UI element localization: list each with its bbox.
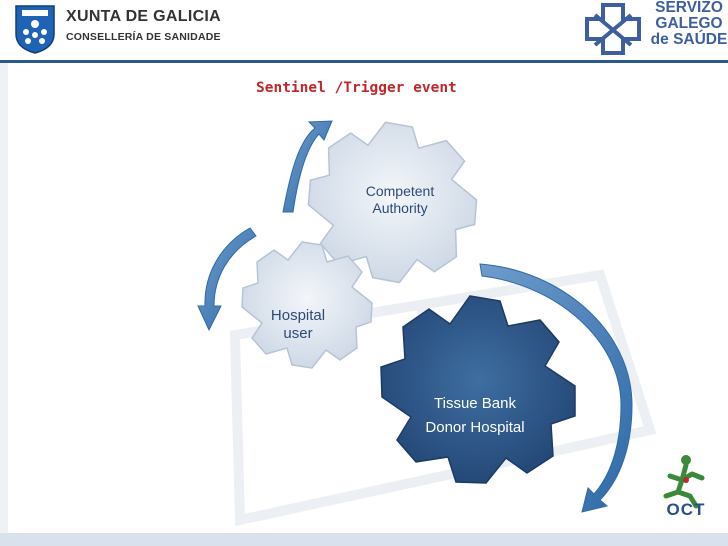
xunta-logo-icon — [15, 5, 55, 54]
slide-bottom-bar — [0, 533, 728, 546]
competent-authority-line-2: Authority — [372, 200, 428, 216]
sergas-line-3: de SAÚDE — [650, 31, 728, 48]
header-divider — [0, 60, 728, 63]
competent-authority-line-1: Competent — [365, 183, 435, 199]
xunta-title: XUNTA DE GALICIA — [66, 8, 222, 25]
tissue-bank-label: Tissue Bank Donor Hospital — [410, 392, 540, 440]
oct-logo-text: OCT — [666, 500, 706, 519]
sergas-line-2: GALEGO — [655, 15, 723, 32]
competent-authority-label: Competent Authority — [345, 183, 455, 217]
sergas-line-1: SERVIZO — [655, 0, 723, 16]
hospital-user-line-1: Hospital — [270, 307, 326, 324]
tissue-bank-gear — [380, 295, 576, 484]
tissue-bank-line-2: Donor Hospital — [425, 419, 525, 436]
hospital-user-line-2: user — [283, 325, 313, 342]
tissue-bank-line-1: Tissue Bank — [434, 395, 516, 412]
sergas-wordmark: SERVIZO GALEGO de SAÚDE — [650, 0, 728, 48]
competent-authority-gear — [307, 121, 478, 284]
hospital-user-label: Hospital user — [262, 307, 334, 343]
hospital-user-gear — [241, 241, 373, 369]
arrow-to-tissue-bank — [479, 263, 633, 513]
arrow-to-competent-authority — [282, 120, 333, 213]
slide-title: Sentinel /Trigger event — [256, 80, 457, 96]
arrow-to-hospital-user — [197, 227, 257, 332]
conselleria-subtitle: CONSELLERÍA DE SANIDADE — [66, 31, 221, 43]
header: XUNTA DE GALICIA CONSELLERÍA DE SANIDADE… — [0, 0, 728, 62]
sergas-cross-logo-icon — [585, 3, 641, 55]
slide-left-edge — [0, 63, 8, 546]
oct-runner-logo-icon — [663, 455, 705, 509]
